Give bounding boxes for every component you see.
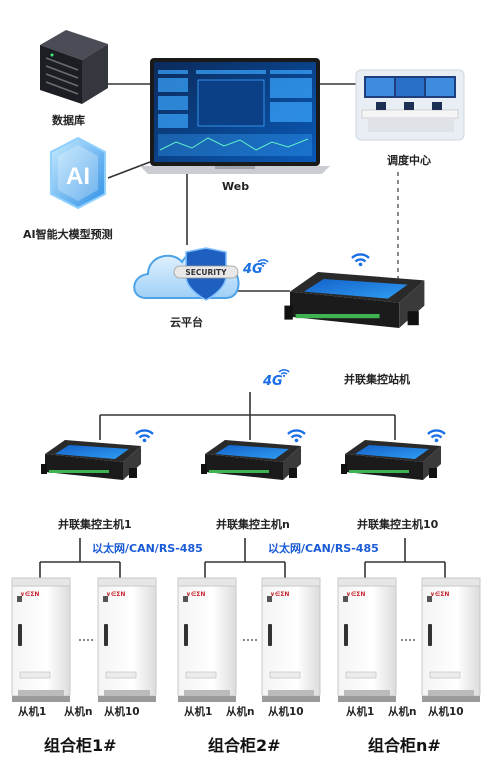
slave-label: 从机10 [104, 706, 140, 718]
slave-label: 从机1 [184, 706, 213, 718]
wifi-icon [134, 424, 155, 445]
database-label: 数据库 [52, 114, 85, 127]
station-label: 并联集控站机 [344, 373, 410, 386]
cabinet-brand-text: ∨∈ΣN [20, 591, 39, 598]
wifi-icon [350, 248, 371, 269]
cloud-security-text: SECURITY [185, 268, 227, 277]
slave-label: 从机1 [346, 706, 375, 718]
wifi-icon [286, 424, 307, 445]
host-device-n-icon [201, 440, 301, 480]
slave-label: 从机n [388, 706, 417, 718]
laptop-dashboard-icon [140, 58, 330, 174]
ai-logo-text: AI [66, 163, 90, 190]
slave-label: 从机n [64, 706, 93, 718]
host-10-label: 并联集控主机10 [357, 518, 439, 531]
cabinet-brand-text: ∨∈ΣN [270, 591, 289, 598]
host-n-label: 并联集控主机n [216, 518, 290, 531]
group-title-n: 组合柜n# [368, 736, 441, 755]
host-1-label: 并联集控主机1 [58, 518, 132, 531]
dispatch-center-icon [355, 69, 465, 141]
connection-lines [39, 83, 446, 578]
ellipsis-dots [79, 639, 415, 641]
dispatch-center-label: 调度中心 [387, 154, 431, 167]
host-device-1-icon [41, 440, 141, 480]
slave-label: 从机10 [428, 706, 464, 718]
station-device-icon [284, 272, 425, 328]
ai-model-icon: AI [50, 136, 106, 210]
cabinet-brand-text: ∨∈ΣN [346, 591, 365, 598]
cloud-label: 云平台 [170, 316, 203, 329]
ai-model-label: AI智能大模型预测 [23, 228, 113, 241]
host-device-10-icon [341, 440, 441, 480]
link-4g-station-label: 4G [263, 374, 283, 389]
link-4g-cloud-label: 4G [243, 262, 263, 277]
slave-label: 从机n [226, 706, 255, 718]
bus-protocol-label-2: 以太网/CAN/RS-485 [268, 542, 379, 555]
cabinet-brand-text: ∨∈ΣN [430, 591, 449, 598]
group-title-1: 组合柜1# [44, 736, 117, 755]
slave-label: 从机1 [18, 706, 47, 718]
wifi-icon [426, 424, 447, 445]
database-server-icon [40, 30, 108, 104]
cabinet-brand-text: ∨∈ΣN [186, 591, 205, 598]
group-title-2: 组合柜2# [208, 736, 281, 755]
slave-label: 从机10 [268, 706, 304, 718]
bus-protocol-label-1: 以太网/CAN/RS-485 [92, 542, 203, 555]
cloud-platform-icon: SECURITY [133, 247, 240, 301]
web-label: Web [222, 180, 250, 193]
cabinet-brand-text: ∨∈ΣN [106, 591, 125, 598]
